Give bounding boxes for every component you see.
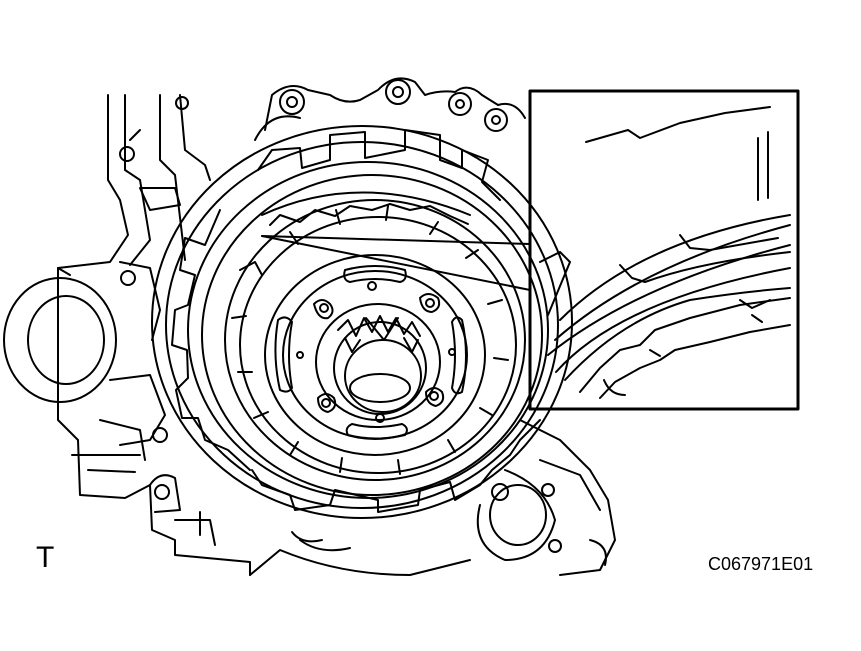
transaxle-case-icon — [3, 77, 616, 576]
figure-code-label: C067971E01 — [708, 554, 814, 574]
snap-ring-detail-icon — [261, 89, 800, 411]
clutch-drum-assembly-icon — [151, 125, 573, 519]
side-marker-label: T — [36, 541, 55, 574]
